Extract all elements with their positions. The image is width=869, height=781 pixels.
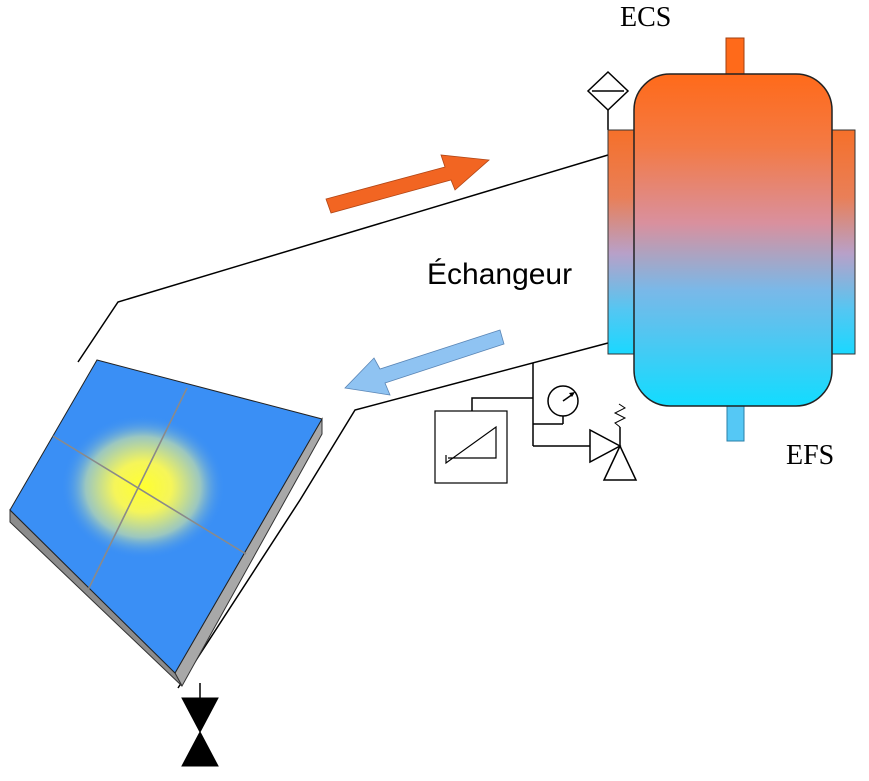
cold-water-label: EFS: [786, 440, 835, 471]
collector-grid-line: [87, 387, 188, 591]
hot-flow-arrow: [325, 154, 490, 214]
sun-glow: [61, 415, 225, 559]
cold-flow-arrow: [344, 329, 505, 396]
collector-grid-line: [52, 435, 247, 555]
hot-water-label: ECS: [620, 2, 672, 33]
exchanger-label: Échangeur: [427, 258, 573, 291]
expansion-pipe: [471, 397, 533, 411]
hot-water-tank: [607, 37, 856, 442]
safety-valve-icon: [589, 403, 638, 481]
pressure-gauge-icon: [547, 385, 579, 417]
pipe-network: [77, 108, 609, 698]
solar-collector: [9, 359, 323, 688]
hot-pipe: [77, 154, 609, 363]
expansion-vessel-icon: [434, 410, 508, 484]
cold-pipe: [177, 342, 609, 689]
tank-body: [633, 73, 833, 407]
drain-valve-icon: [181, 697, 219, 767]
